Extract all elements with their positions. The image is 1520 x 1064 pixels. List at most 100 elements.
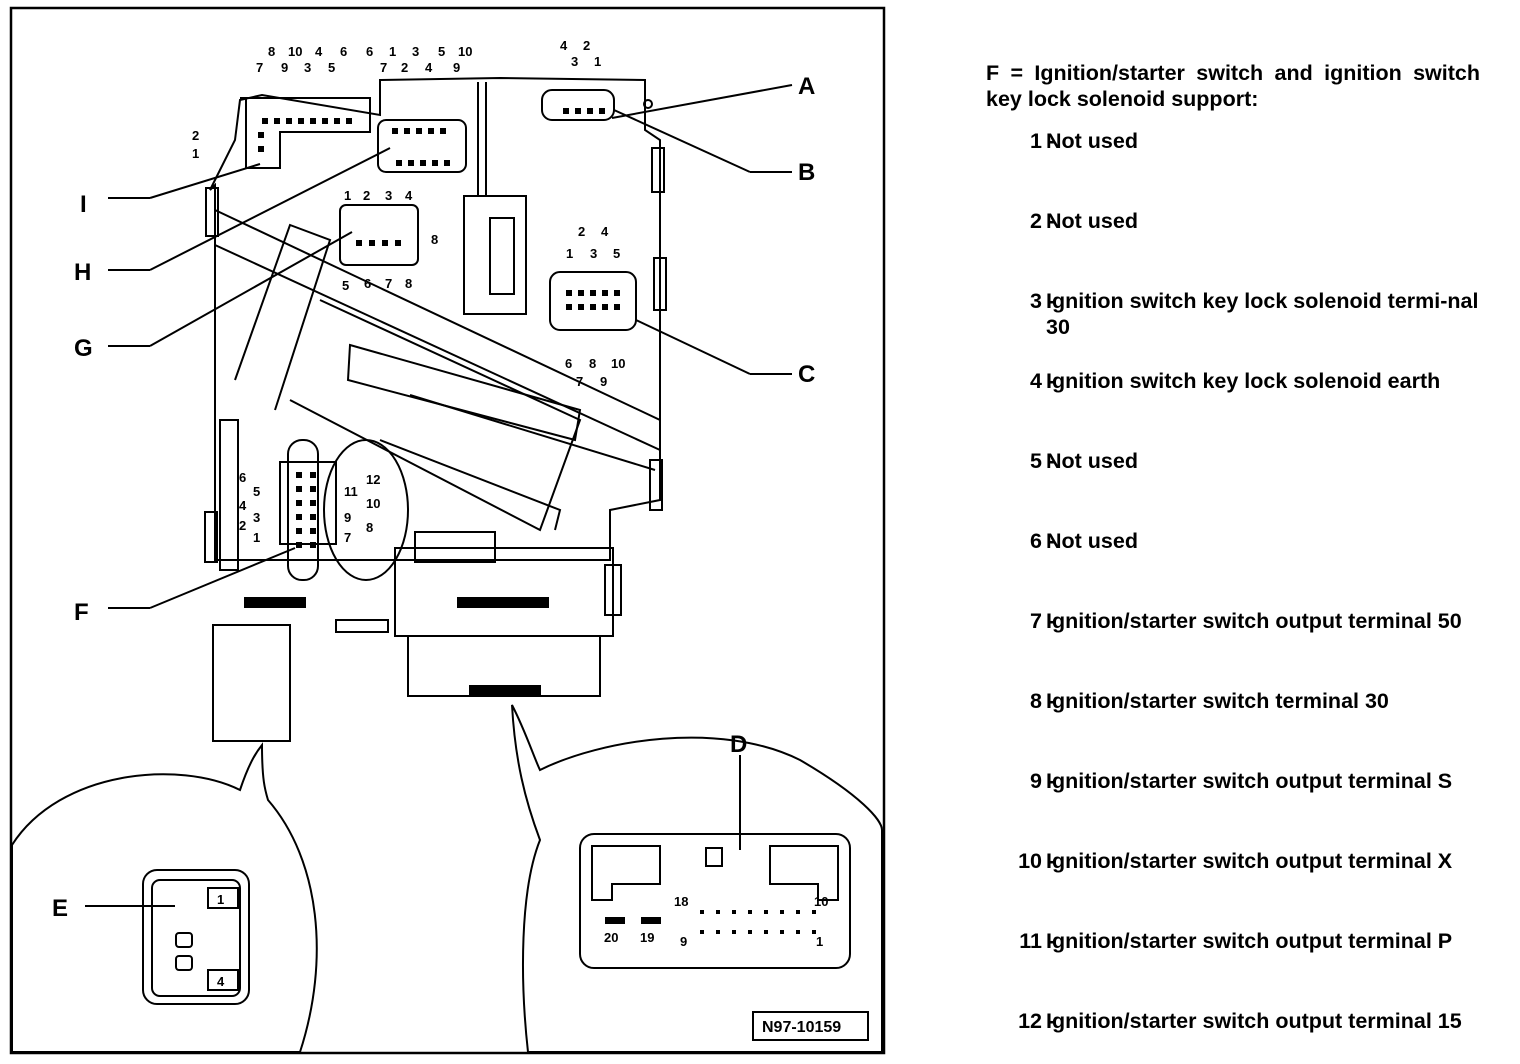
legend-list: 1 - Not used 2 - Not used 3 - Ignition s… (986, 128, 1480, 1060)
pin-label: 6 (340, 44, 347, 59)
pin-label: 1 (192, 146, 199, 161)
housing-lug (219, 419, 239, 571)
legend-item-text: Ignition/starter switch terminal 30 (1046, 689, 1389, 713)
connector-F (279, 461, 337, 545)
pin-label: 1 (566, 246, 573, 261)
leader-C (635, 319, 751, 375)
legend-item: 10 - Ignition/starter switch output term… (986, 848, 1480, 900)
pin-label: 10 (814, 894, 828, 909)
diagram-frame (9, 6, 886, 1055)
leader-B (613, 109, 751, 173)
legend-item-text: Ignition/starter switch output terminal … (1046, 769, 1453, 793)
pin-label: 1 (389, 44, 396, 59)
connector-G (339, 204, 419, 266)
legend-item-number: 9 (1030, 769, 1042, 793)
legend-item-text: Not used (1046, 209, 1138, 233)
connector-B (541, 89, 615, 121)
housing-slot (346, 343, 582, 442)
pin-label: 8 (268, 44, 275, 59)
legend-item: 9 - Ignition/starter switch output termi… (986, 768, 1480, 820)
pin-label: 3 (304, 60, 311, 75)
pin-label: 5 (438, 44, 445, 59)
pin-label: 12 (366, 472, 380, 487)
connector-F-boss (323, 439, 409, 581)
pin-label: 3 (590, 246, 597, 261)
switch-housing (209, 76, 661, 561)
callout-E: E (52, 895, 68, 922)
pin-label: 7 (344, 530, 351, 545)
housing-lug (649, 459, 663, 511)
connector-I (240, 97, 371, 169)
slider-block (463, 195, 527, 315)
slider-window (489, 217, 515, 295)
legend-item-number: 10 (1018, 849, 1042, 873)
slot (457, 597, 549, 608)
legend-item-number: 3 (1030, 289, 1042, 313)
pin-label: 2 (583, 38, 590, 53)
pin-label: 5 (342, 278, 349, 293)
pin-label: 7 (576, 374, 583, 389)
pin-label: 4 (239, 498, 247, 513)
callout-H: H (74, 259, 91, 286)
housing-band (234, 223, 332, 411)
housing-band (214, 209, 661, 452)
pin-label: 7 (385, 276, 392, 291)
legend-title: F = Ignition/starter switch and ignition… (986, 61, 1480, 111)
pin-label: 2 (401, 60, 408, 75)
housing-lug (651, 147, 665, 193)
pin-label: 3 (385, 188, 392, 203)
pin-label: 10 (458, 44, 472, 59)
legend-item: 6 - Not used (986, 528, 1480, 580)
pin-label: 8 (405, 276, 412, 291)
legend-item-text: Not used (1046, 449, 1138, 473)
legend-item: 1 - Not used (986, 128, 1480, 180)
housing-lug (604, 564, 622, 616)
legend-item-number: 12 (1018, 1009, 1042, 1033)
pin-label: 2 (363, 188, 370, 203)
pin-label: 2 (192, 128, 199, 143)
pin-label: 10 (288, 44, 302, 59)
lock-cylinder-housing (212, 624, 291, 742)
callout-I: I (80, 191, 87, 218)
legend-item-text: Ignition switch key lock solenoid earth (1046, 369, 1441, 393)
figure-id-box (752, 1011, 869, 1041)
pin-label: 8 (431, 232, 438, 247)
pin-label: 9 (344, 510, 351, 525)
connector-E-detail (142, 869, 250, 1005)
callout-B: B (798, 159, 815, 186)
legend-item-number: 4 (1030, 369, 1042, 393)
pin-label: 6 (239, 470, 246, 485)
legend-item-number: 8 (1030, 689, 1042, 713)
connector-F-shroud (287, 439, 319, 581)
pin-label: 4 (425, 60, 433, 75)
pin-label: 9 (281, 60, 288, 75)
legend-item-text: Ignition/starter switch output terminal … (1046, 849, 1453, 873)
legend-item-text: Ignition/starter switch output terminal … (1046, 609, 1462, 633)
component-diagram: A B C D E F G H I 8 10 4 6 7 9 3 5 2 1 6… (9, 6, 886, 1055)
pin-label: 1 (344, 188, 351, 203)
legend: F = Ignition/starter switch and ignition… (986, 60, 1480, 1060)
legend-item: 5 - Not used (986, 448, 1480, 500)
legend-item-number: 11 (1019, 929, 1042, 953)
pin-label: 19 (640, 930, 654, 945)
pin-label: 2 (578, 224, 585, 239)
slot (335, 619, 389, 633)
pin-label: 4 (560, 38, 568, 53)
pin-label: 3 (571, 54, 578, 69)
pin-label: 8 (589, 356, 596, 371)
pin-label: 1 (594, 54, 601, 69)
legend-item-number: 1 (1030, 129, 1042, 153)
connector-D-detail (579, 833, 851, 969)
connector-D-plug (407, 635, 601, 697)
pin-label: 3 (253, 510, 260, 525)
legend-item-text: Ignition/starter switch output terminal … (1046, 1009, 1462, 1033)
pin-label: 1 (816, 934, 823, 949)
figure-id: N97-10159 (762, 1019, 841, 1036)
callout-C: C (798, 361, 815, 388)
legend-item-text: Ignition/starter switch output terminal … (1046, 929, 1453, 953)
legend-item-text: Ignition switch key lock solenoid termi-… (1046, 289, 1479, 339)
detail-bubble-E (11, 742, 318, 1053)
pin-label: 4 (601, 224, 609, 239)
pin-label: 18 (674, 894, 688, 909)
connector-C (549, 271, 637, 331)
